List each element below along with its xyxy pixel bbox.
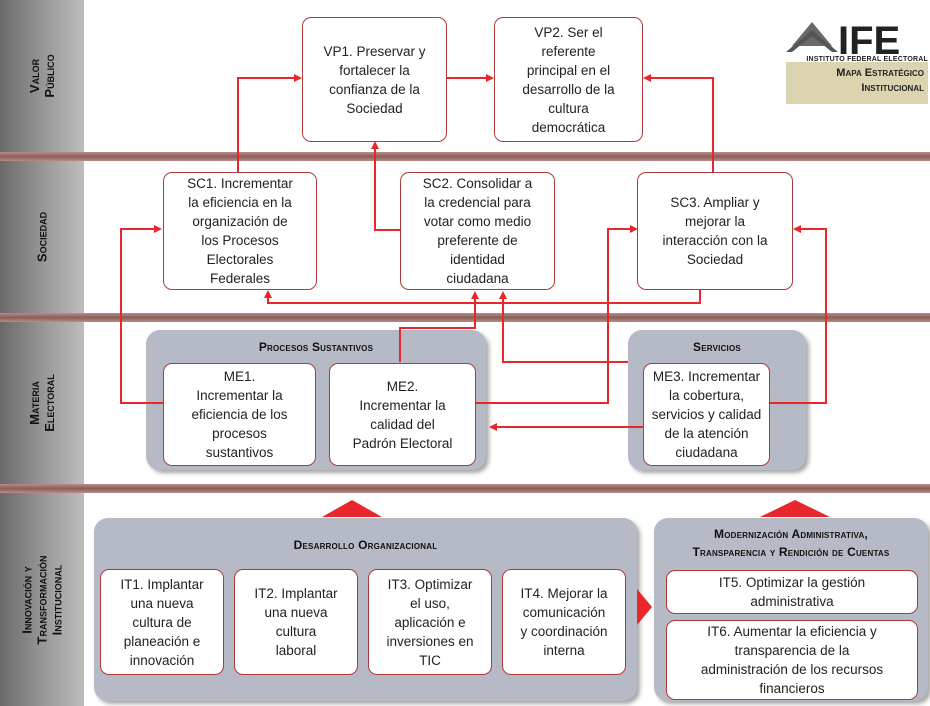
arrow-sc1-vp1 [237, 74, 302, 172]
objective-sc3: SC3. Ampliar y mejorar la interacción co… [637, 172, 793, 290]
objective-sc3-text: SC3. Ampliar y mejorar la interacción co… [662, 195, 768, 267]
triangle-up-materia-right [760, 500, 830, 517]
objective-it3-text: IT3. Optimizar el uso, aplicación e inve… [386, 576, 474, 668]
objective-it5: IT5. Optimizar la gestión administrativa [666, 570, 918, 614]
objective-it3: IT3. Optimizar el uso, aplicación e inve… [368, 569, 492, 675]
objective-it5-text: IT5. Optimizar la gestión administrativa [718, 575, 866, 609]
arrow-sc3-vp2 [643, 74, 714, 172]
arrow-me3-sc3 [770, 225, 827, 404]
panel-title-modernizacion-1: Modernización Administrativa, [714, 527, 868, 541]
objective-it4: IT4. Mejorar la comunicación y coordinac… [502, 569, 626, 675]
objective-me1: ME1. Incrementar la eficiencia de los pr… [163, 363, 316, 466]
arrow-me2-sc2 [399, 291, 479, 362]
objective-it6-text: IT6. Aumentar la eficiencia y transparen… [700, 624, 884, 696]
arrow-sc3-sc1 [264, 290, 701, 304]
objective-me2: ME2. Incrementar la calidad del Padrón E… [329, 363, 476, 466]
objective-vp2: VP2. Ser el referente principal en el de… [494, 17, 643, 142]
layer-separator [0, 313, 930, 322]
objective-it1-text: IT1. Implantar una nueva cultura de plan… [120, 576, 204, 668]
panel-title-desarrollo: Desarrollo Organizacional [293, 538, 438, 552]
logo-caption-line2: Institucional [861, 82, 924, 94]
layer-label-materia-electoral: Materia Electoral [0, 322, 84, 484]
logo-subtitle: INSTITUTO FEDERAL ELECTORAL [806, 56, 928, 63]
panel-title-procesos: Procesos Sustantivos [258, 340, 374, 354]
objective-it1: IT1. Implantar una nueva cultura de plan… [100, 569, 224, 675]
objective-me2-text: ME2. Incrementar la calidad del Padrón E… [352, 378, 453, 451]
logo-caption: Mapa Estratégico Institucional [786, 62, 928, 104]
objective-me1-text: ME1. Incrementar la eficiencia de los pr… [191, 369, 288, 460]
triangle-up-materia-left [322, 500, 382, 517]
objective-it6: IT6. Aumentar la eficiencia y transparen… [666, 620, 918, 700]
panel-title-modernizacion-2: Transparencia y Rendición de Cuentas [692, 545, 890, 559]
layer-separator [0, 152, 930, 161]
triangle-right-modernizacion [637, 589, 652, 625]
arrow-me2-sc3 [476, 225, 638, 404]
layer-label-sociedad: Sociedad [0, 161, 84, 313]
objective-vp2-text: VP2. Ser el referente principal en el de… [522, 24, 615, 135]
arrow-sc2-vp1 [371, 141, 400, 231]
logo-brand-text: IFE [838, 19, 900, 63]
objective-sc2: SC2. Consolidar a la credencial para vot… [400, 172, 555, 290]
arrow-group [120, 74, 827, 431]
objective-it2: IT2. Implantar una nueva cultura laboral [234, 569, 358, 675]
layer-label-innovacion: Innovación y Transformación Instituciona… [0, 493, 84, 706]
objective-vp1: VP1. Preservar y fortalecer la confianza… [302, 17, 447, 142]
objective-vp1-text: VP1. Preservar y fortalecer la confianza… [323, 43, 426, 116]
ife-logo: IFE INSTITUTO FEDERAL ELECTORAL [786, 18, 928, 102]
objective-it4-text: IT4. Mejorar la comunicación y coordinac… [520, 586, 608, 658]
ife-logo-mark: IFE [786, 19, 900, 63]
logo-caption-line1: Mapa Estratégico [836, 67, 924, 79]
panel-title-servicios: Servicios [693, 340, 741, 354]
objective-sc1-text: SC1. Incrementar la eficiencia en la org… [187, 176, 293, 286]
layer-separator [0, 484, 930, 493]
objective-sc1: SC1. Incrementar la eficiencia en la org… [163, 172, 317, 290]
objective-it2-text: IT2. Implantar una nueva cultura laboral [254, 586, 338, 658]
arrow-me1-sc1 [120, 225, 163, 404]
objective-me3: ME3. Incrementar la cobertura, servicios… [643, 363, 770, 466]
objective-sc2-text: SC2. Consolidar a la credencial para vot… [422, 176, 533, 286]
arrow-me3-sc2 [499, 291, 628, 363]
objective-me3-text: ME3. Incrementar la cobertura, servicios… [651, 369, 762, 460]
layer-label-valor-publico: Valor Público [0, 0, 84, 152]
